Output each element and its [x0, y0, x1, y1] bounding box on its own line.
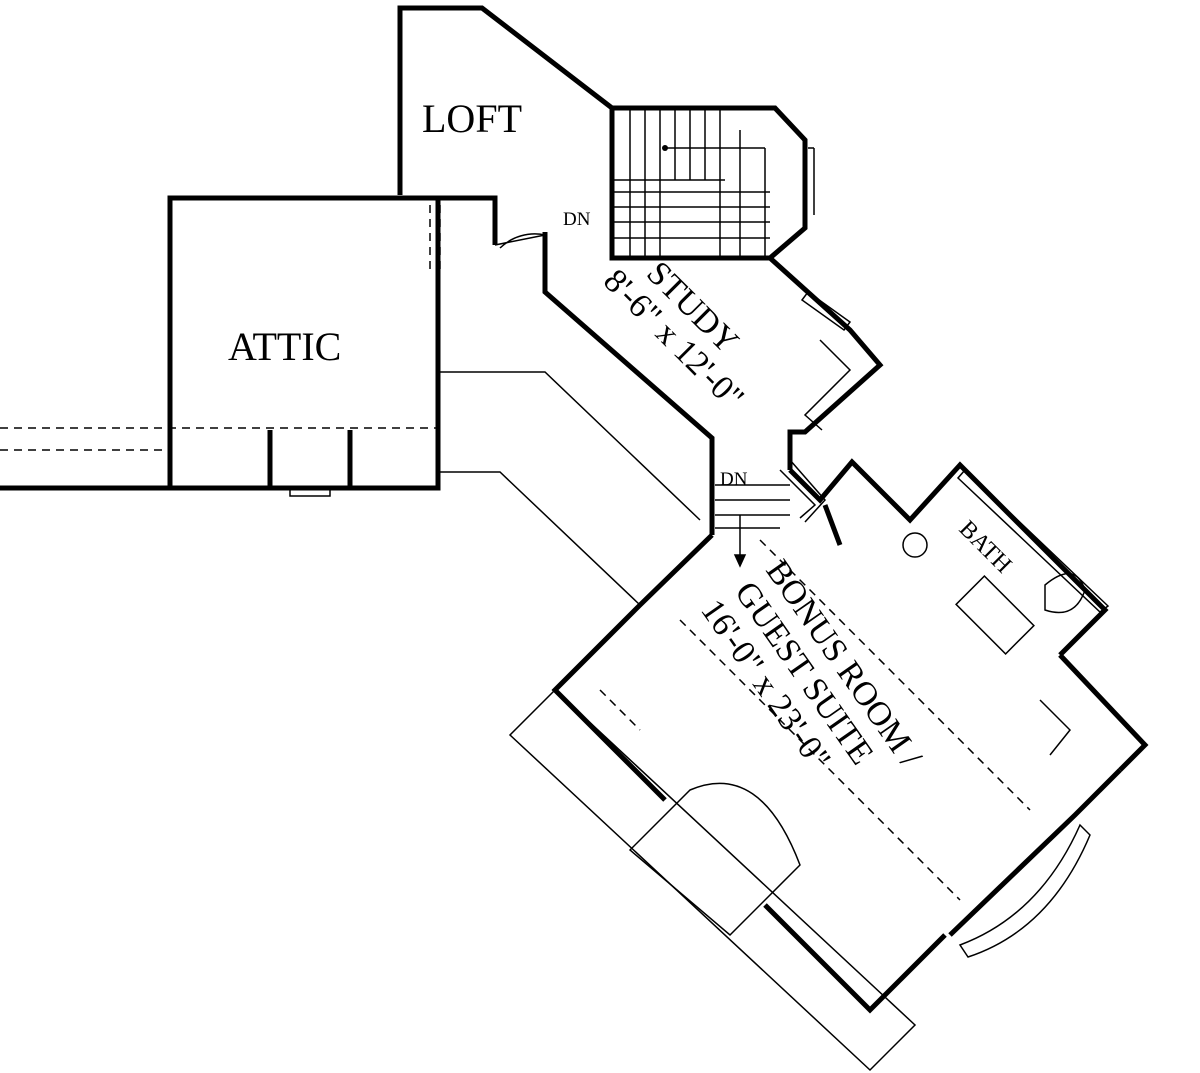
roof-line-upper: [440, 371, 701, 521]
study-walls: [542, 232, 715, 535]
loft-walls: [397, 5, 614, 195]
study-window: [800, 290, 852, 431]
bath-walls: [788, 458, 1149, 772]
study-door: [494, 233, 546, 249]
attic-label: ATTIC: [228, 324, 341, 369]
bonus-room-walls: [508, 533, 1122, 1072]
loft-label: LOFT: [422, 96, 522, 141]
stair-down-label-upper: DN: [563, 209, 591, 230]
attic-walls: [0, 195, 498, 497]
roof-line-lower: [440, 471, 641, 606]
fireplace: [628, 782, 801, 937]
main-staircase: [609, 105, 815, 261]
study-right-walls: [768, 256, 884, 470]
stair-down-label-lower: DN: [720, 469, 748, 490]
lower-staircase: [715, 459, 827, 568]
